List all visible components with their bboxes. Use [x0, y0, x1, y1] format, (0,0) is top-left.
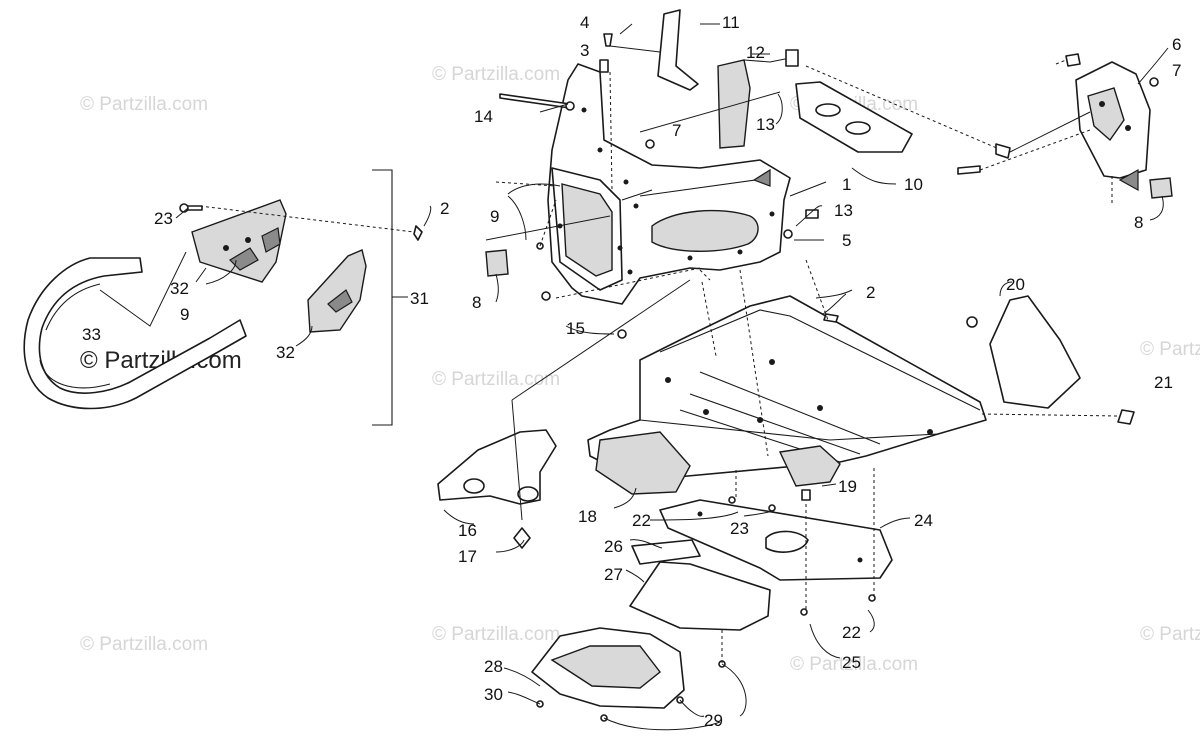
callout-11: 11	[722, 13, 740, 32]
chassis-frame	[437, 259, 1135, 731]
callout-2-left: 2	[440, 199, 449, 218]
group-bracket-31	[372, 169, 393, 426]
callout-8-left: 8	[472, 293, 481, 312]
watermark-4: © Partzilla.com	[432, 369, 560, 390]
bolt-14	[499, 93, 571, 109]
callout-13-lower: 13	[834, 201, 853, 220]
callout-22-upper: 22	[632, 511, 651, 530]
bumper-bracket-upper	[191, 199, 287, 283]
callout-24: 24	[914, 511, 933, 530]
callout-15: 15	[566, 319, 585, 338]
callout-30: 30	[484, 685, 503, 704]
callout-1: 1	[842, 175, 851, 194]
callout-31: 31	[410, 289, 429, 308]
callout-13-upper: 13	[756, 115, 775, 134]
watermark-9: © Partzilla.com	[790, 654, 918, 675]
callout-23-center: 23	[730, 519, 749, 538]
watermark-1: © Partzilla.com	[80, 94, 208, 115]
screw-4	[603, 33, 613, 47]
front-bulkhead	[485, 9, 1007, 339]
callout-23-left: 23	[154, 209, 173, 228]
callout-6: 6	[1172, 35, 1181, 54]
frame-main	[587, 295, 987, 479]
watermark-group: © Partzilla.com © Partzilla.com © Partzi…	[80, 64, 1200, 675]
callout-4: 4	[580, 13, 589, 32]
callout-labels: 1 2 2 3 4 5 6 7 7 8 8 9 9 10 11 12 13 13…	[82, 13, 1181, 730]
pad-8-right	[1149, 177, 1173, 199]
rivet-7	[645, 139, 655, 149]
watermark-8: © Partzilla.com	[432, 624, 560, 645]
callout-5: 5	[842, 231, 851, 250]
pad-8-left	[485, 249, 509, 277]
nut-3	[599, 59, 609, 73]
callout-21: 21	[1154, 373, 1173, 392]
watermark-7: © Partzilla.com	[80, 634, 208, 655]
callout-19: 19	[838, 477, 857, 496]
frame-mount-18	[595, 431, 691, 495]
callout-27: 27	[604, 565, 623, 584]
plate-27	[629, 561, 771, 631]
module-12	[717, 59, 751, 149]
callout-32-left: 32	[170, 279, 189, 298]
bulkhead-oval	[651, 209, 759, 252]
callout-14: 14	[474, 107, 493, 126]
callout-32-right: 32	[276, 343, 295, 362]
hinge-bracket-20	[989, 295, 1081, 409]
callout-28: 28	[484, 657, 503, 676]
callout-29: 29	[704, 711, 723, 730]
right-brackets	[957, 47, 1173, 221]
callout-26: 26	[604, 537, 623, 556]
callout-22-lower: 22	[842, 623, 861, 642]
callout-20: 20	[1006, 275, 1025, 294]
bumper-assembly	[23, 169, 432, 426]
bumper-bar	[23, 257, 247, 410]
callout-9-center: 9	[490, 207, 499, 226]
plate-26	[631, 539, 701, 565]
callout-9-left: 9	[180, 305, 189, 324]
callout-18: 18	[578, 507, 597, 526]
watermark-2: © Partzilla.com	[432, 64, 560, 85]
callout-12: 12	[746, 43, 765, 62]
plate-10	[795, 81, 913, 153]
callout-7-right: 7	[1172, 61, 1181, 80]
mount-bracket-11	[657, 9, 699, 91]
callout-17: 17	[458, 547, 477, 566]
callout-3: 3	[580, 41, 589, 60]
callout-2-right: 2	[866, 283, 875, 302]
callout-10: 10	[904, 175, 923, 194]
callout-8-right: 8	[1134, 213, 1143, 232]
callout-16: 16	[458, 521, 477, 540]
watermark-10: © Partzilla.com	[1140, 624, 1200, 645]
callout-7-center: 7	[672, 121, 681, 140]
callout-33: 33	[82, 325, 101, 344]
watermark-6: © Partzilla.com	[1140, 339, 1200, 360]
callout-25: 25	[842, 653, 861, 672]
bumper-bracket-lower	[307, 249, 367, 333]
